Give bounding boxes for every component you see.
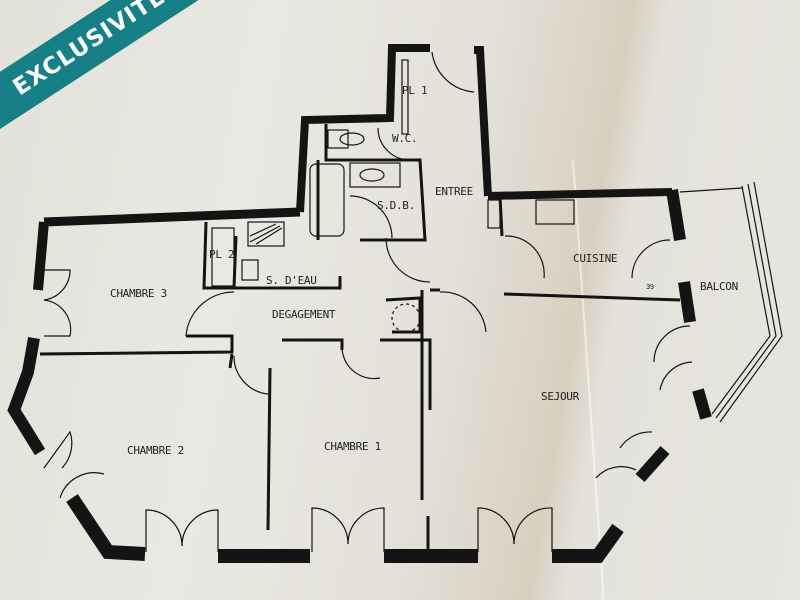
- room-label-cuisine: CUISINE: [573, 252, 617, 265]
- kitchen-sink-icon: [535, 199, 575, 225]
- bathroom-sink-icon: [359, 168, 385, 182]
- room-label-entree: ENTREE: [435, 185, 473, 198]
- room-label-chambre2: CHAMBRE 2: [127, 444, 184, 457]
- room-label-sdeau: S. D'EAU: [266, 274, 317, 287]
- toilet-bowl-icon: [339, 132, 365, 146]
- door-swings: [43, 51, 693, 552]
- room-label-pl1: PL 1: [402, 84, 427, 97]
- room-label-pl2: PL 2: [209, 248, 234, 261]
- room-label-chambre3: CHAMBRE 3: [110, 287, 167, 300]
- exterior-walls: [7, 44, 712, 563]
- shower-tray-icon: [247, 221, 285, 247]
- room-label-sdb: S.D.B.: [377, 199, 415, 212]
- room-label-sejour: SEJOUR: [541, 390, 580, 403]
- closet-pl1-edge: [401, 59, 409, 135]
- fixtures: [211, 59, 575, 333]
- room-label-wc: W.C.: [392, 132, 417, 145]
- dimension-annotation: 39: [646, 283, 654, 291]
- bathroom-sink-counter: [349, 162, 401, 188]
- toilet-icon: [327, 129, 349, 149]
- water-heater-icon: [391, 303, 421, 333]
- room-label-balcon: BALCON: [700, 280, 738, 293]
- shower-lines: [249, 223, 283, 245]
- room-label-chambre1: CHAMBRE 1: [324, 440, 381, 453]
- bathtub-icon: [309, 163, 345, 237]
- room-labels: PL 1 W.C. S.D.B. ENTREE CUISINE BALCON P…: [110, 84, 738, 457]
- balcony: [679, 181, 783, 423]
- room-label-degagement: DEGAGEMENT: [272, 308, 336, 321]
- entree-shaft: [487, 199, 501, 229]
- closet-pl2: [211, 227, 235, 287]
- interior-walls: [39, 124, 681, 556]
- washbasin-icon: [241, 259, 259, 281]
